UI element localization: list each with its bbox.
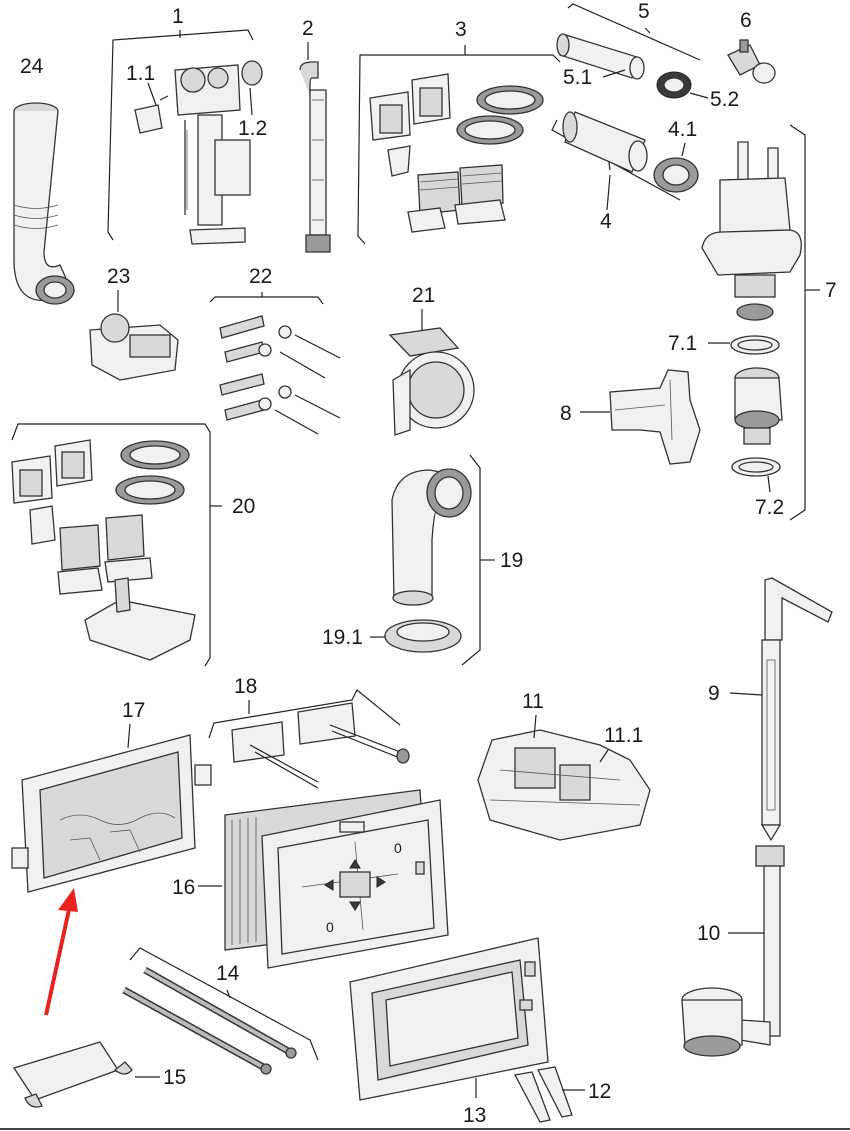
- label-13: 13: [463, 1104, 486, 1127]
- label-5-2: 5.2: [710, 88, 739, 111]
- group-1-bracket: [107, 29, 254, 241]
- dim-zero-bottom: 0: [326, 919, 334, 935]
- part-8-holder: [609, 369, 701, 465]
- label-19-1: 19.1: [322, 626, 363, 649]
- part-5-2-ring: [656, 71, 692, 99]
- part-3-components: [369, 73, 544, 233]
- part-11-mechanism: [477, 729, 651, 841]
- label-19: 19: [500, 549, 523, 572]
- label-7-1: 7.1: [668, 332, 697, 355]
- part-6-fitting: [727, 39, 776, 84]
- part-20-components: [11, 439, 196, 661]
- label-5-1: 5.1: [563, 66, 592, 89]
- label-1: 1: [172, 5, 184, 28]
- label-6: 6: [740, 9, 752, 32]
- label-14: 14: [216, 962, 240, 985]
- part-21-ring-holder: [388, 327, 475, 436]
- group-14-bracket: [129, 947, 319, 1061]
- part-18-brackets: [231, 702, 410, 789]
- label-21: 21: [412, 284, 435, 307]
- group-5-bracket: [567, 3, 701, 61]
- dim-zero-top: 0: [394, 840, 402, 856]
- group-20-bracket: [11, 423, 222, 667]
- label-1-1: 1.1: [126, 62, 155, 85]
- part-24-flush-pipe: [13, 102, 75, 305]
- label-20: 20: [232, 495, 255, 518]
- part-7-2-seal: [731, 457, 781, 477]
- part-12-clips: [514, 1066, 573, 1123]
- label-7-2: 7.2: [755, 496, 784, 519]
- group-3-bracket: [357, 45, 561, 245]
- label-23: 23: [107, 265, 130, 288]
- part-22-screws: [219, 315, 341, 435]
- label-1-2: 1.2: [238, 117, 267, 140]
- label-17: 17: [122, 699, 145, 722]
- part-4-pipe: [562, 111, 648, 173]
- part-2-connection-hose: [299, 61, 331, 253]
- group-22-bracket: [209, 292, 324, 305]
- label-4-1: 4.1: [668, 118, 697, 141]
- part-23-holder: [89, 313, 179, 381]
- part-7-outlet: [734, 367, 783, 445]
- label-18: 18: [234, 675, 257, 698]
- label-15: 15: [163, 1066, 186, 1089]
- red-arrow-icon: [44, 888, 78, 1016]
- label-4: 4: [600, 210, 612, 233]
- group-19-bracket: [461, 454, 495, 666]
- part-7-valve: [701, 141, 802, 321]
- part-14-rods: [122, 966, 297, 1075]
- part-4-1-ring: [653, 157, 699, 193]
- label-7: 7: [825, 279, 837, 302]
- part-13-plate-frame: [349, 937, 549, 1101]
- label-16: 16: [172, 876, 195, 899]
- label-12: 12: [588, 1080, 611, 1103]
- part-15-cover: [12, 1041, 133, 1108]
- label-5: 5: [638, 0, 650, 23]
- group-7-bracket: [789, 124, 820, 521]
- label-3: 3: [455, 18, 467, 41]
- label-24: 24: [20, 55, 44, 78]
- part-19-bend: [391, 468, 472, 606]
- part-9-rod: [760, 577, 833, 842]
- part-1-fill-valve: [174, 60, 263, 245]
- part-1-1-clip: [134, 95, 169, 134]
- label-11-1: 11.1: [604, 724, 643, 747]
- label-22: 22: [249, 265, 272, 288]
- part-5-1-pipe: [556, 33, 645, 80]
- label-10: 10: [697, 922, 720, 945]
- part-17-frame: [11, 734, 212, 893]
- group-18-bracket: [208, 689, 401, 739]
- label-8: 8: [560, 402, 572, 425]
- part-16-box: [224, 789, 449, 969]
- label-11: 11: [522, 690, 544, 713]
- part-19-1-seal: [384, 619, 462, 653]
- part-7-1-seal: [730, 335, 780, 355]
- label-2: 2: [302, 17, 314, 40]
- label-9: 9: [708, 682, 720, 705]
- part-10-lever: [681, 845, 785, 1057]
